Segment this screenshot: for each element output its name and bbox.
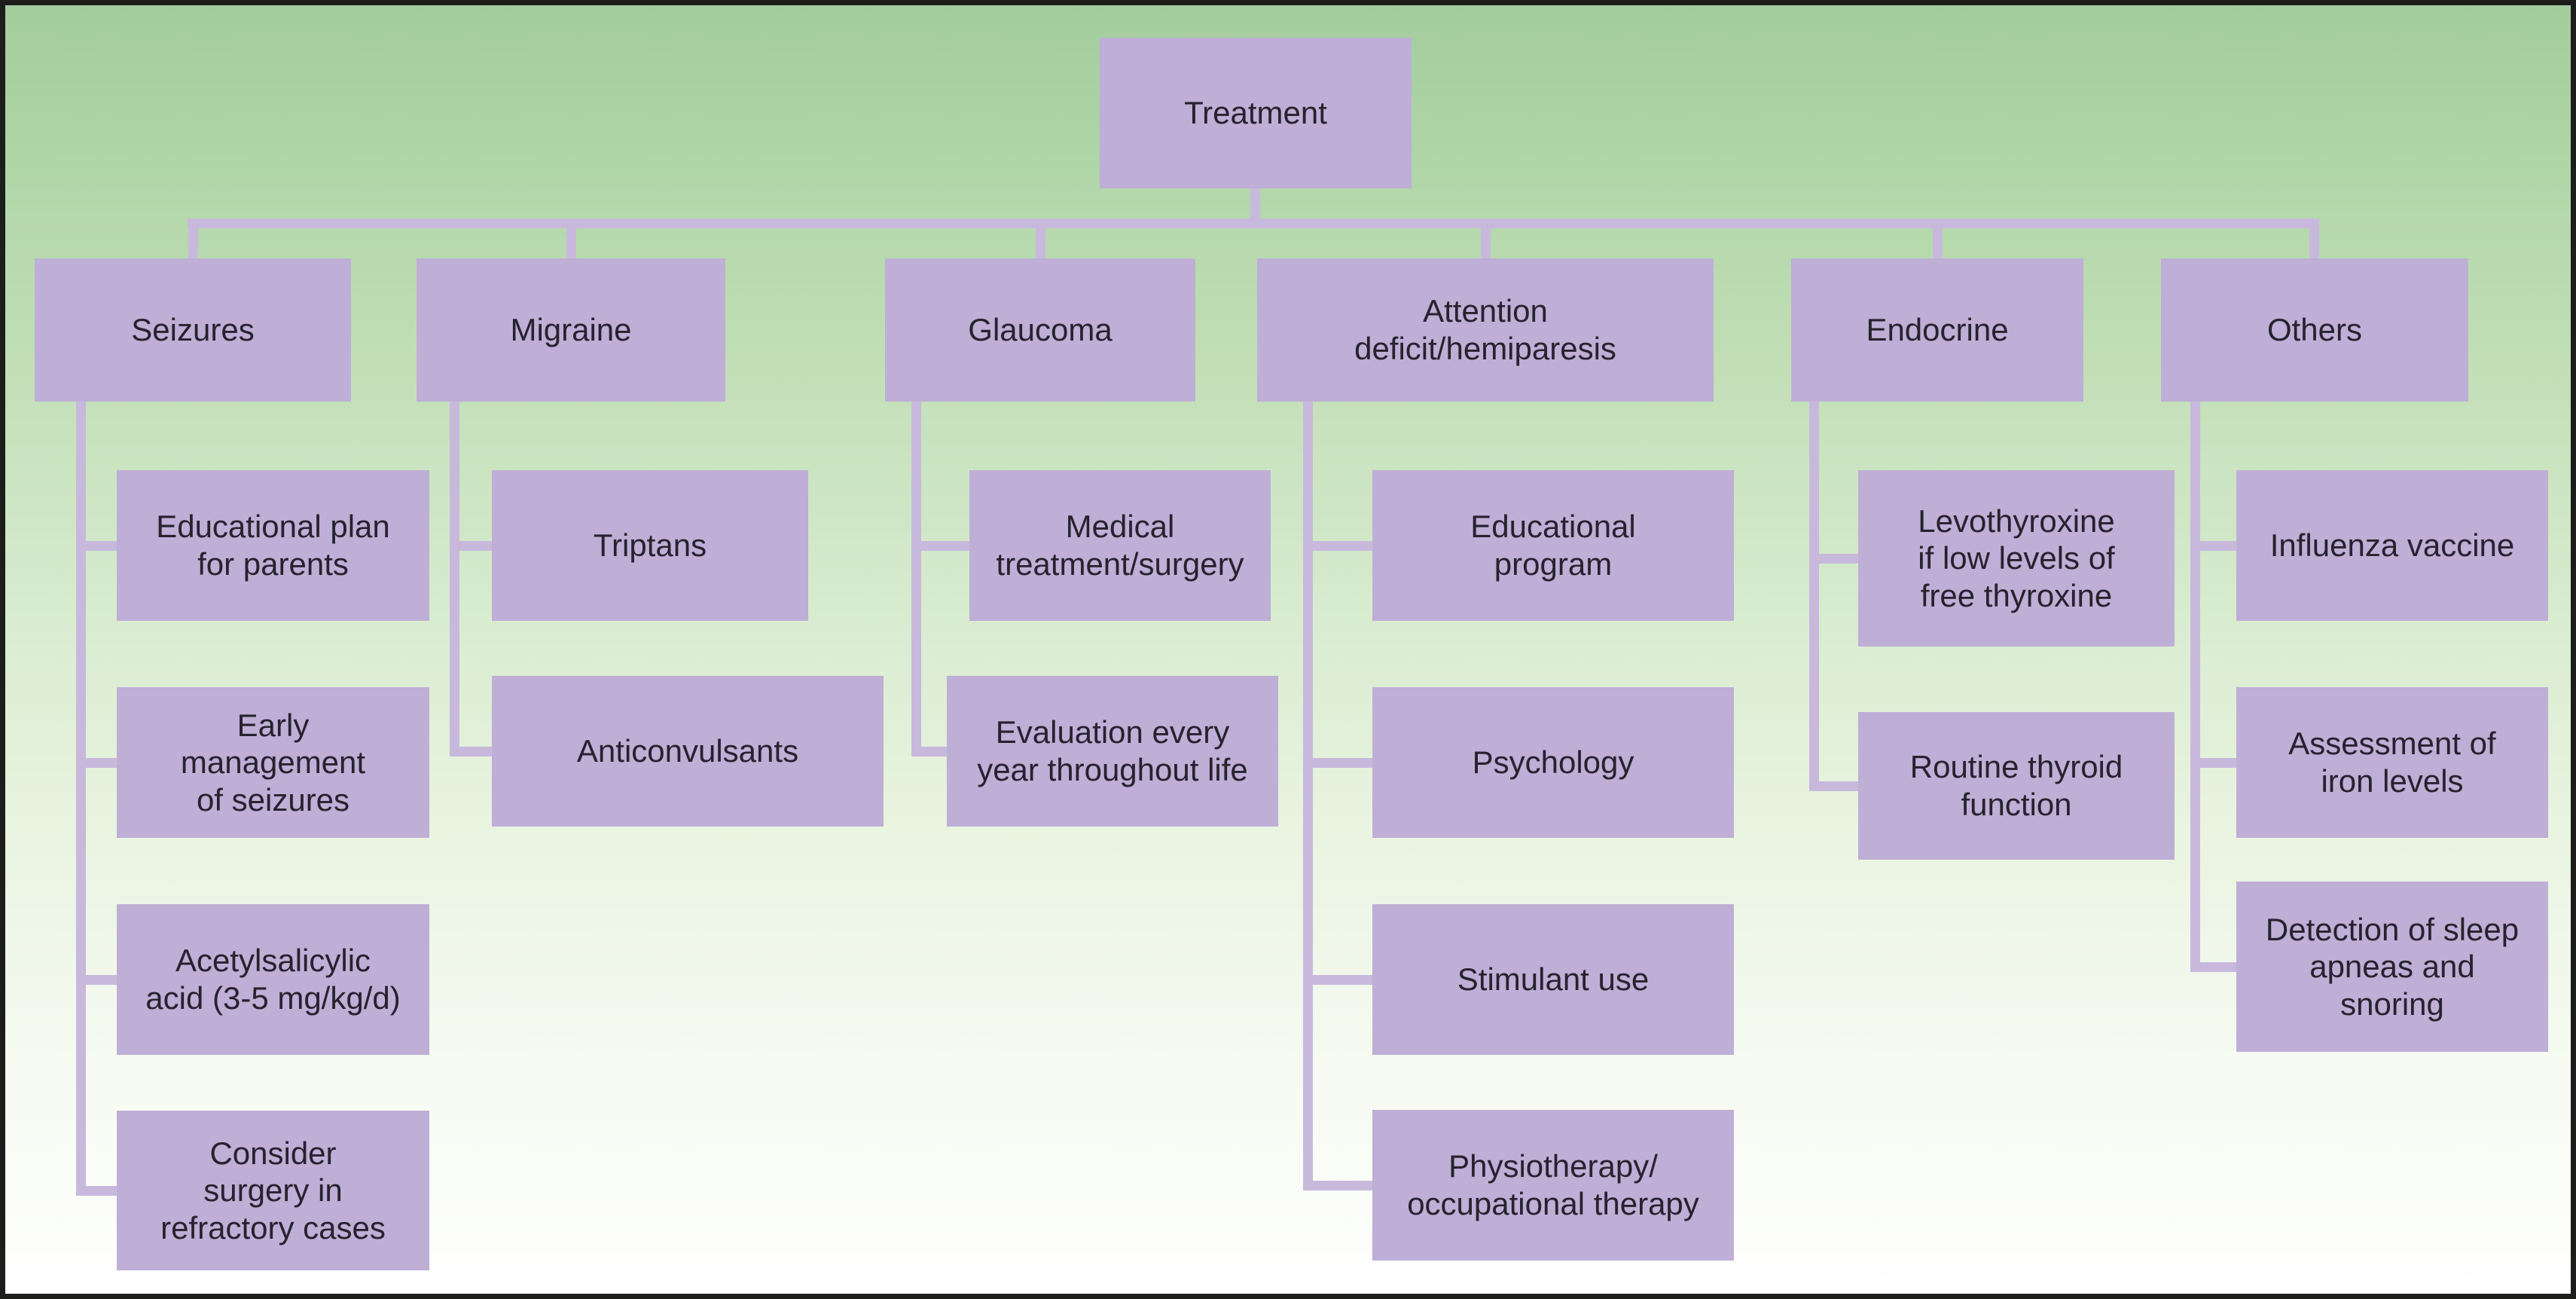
connector-glaucoma-child2 — [911, 747, 947, 756]
connector-seizures-child2 — [76, 758, 117, 768]
node-educational-plan-for-parents: Educational plan for parents — [117, 470, 429, 621]
node-consider-surgery-refractory: Consider surgery in refractory cases — [117, 1111, 429, 1270]
connector-seizures-stub — [188, 228, 198, 259]
connector-seizures-child1 — [76, 541, 117, 551]
node-migraine: Migraine — [417, 258, 725, 402]
node-routine-thyroid-function: Routine thyroid function — [1858, 712, 2175, 860]
node-assessment-of-iron-levels: Assessment of iron levels — [2236, 687, 2548, 838]
connector-migraine-trunk — [450, 402, 459, 751]
connector-attention-child1 — [1303, 541, 1372, 551]
connector-migraine-child1 — [450, 541, 492, 551]
connector-seizures-child3 — [76, 975, 117, 985]
connector-others-stub — [2309, 228, 2319, 259]
connector-migraine-child2 — [450, 747, 492, 756]
connector-glaucoma-child1 — [911, 541, 969, 551]
connector-others-child1 — [2190, 541, 2236, 551]
node-acetylsalicylic-acid: Acetylsalicylic acid (3-5 mg/kg/d) — [117, 904, 429, 1055]
node-educational-program: Educational program — [1372, 470, 1734, 621]
node-levothyroxine-if-low-thyroxine: Levothyroxine if low levels of free thyr… — [1858, 470, 2175, 646]
connector-migraine-stub — [566, 228, 576, 259]
node-physiotherapy-occupational-therapy: Physiotherapy/ occupational therapy — [1372, 1110, 1734, 1261]
connector-glaucoma-trunk — [911, 402, 921, 751]
connector-endocrine-child2 — [1809, 781, 1858, 791]
node-attention-deficit-hemiparesis: Attention deficit/hemiparesis — [1257, 258, 1714, 402]
connector-root-stub — [1250, 188, 1260, 219]
node-early-management-of-seizures: Early management of seizures — [117, 687, 429, 838]
node-triptans: Triptans — [492, 470, 808, 621]
connector-attention-stub — [1481, 228, 1491, 259]
node-seizures: Seizures — [35, 258, 351, 402]
node-medical-treatment-surgery: Medical treatment/surgery — [969, 470, 1271, 621]
connector-bus — [188, 219, 2319, 228]
connector-attention-trunk — [1303, 402, 1313, 1185]
node-treatment: Treatment — [1100, 38, 1412, 188]
connector-seizures-trunk — [76, 402, 86, 1190]
node-anticonvulsants: Anticonvulsants — [492, 676, 884, 827]
connector-attention-child2 — [1303, 758, 1372, 768]
node-influenza-vaccine: Influenza vaccine — [2236, 470, 2548, 621]
node-others: Others — [2161, 258, 2468, 402]
node-evaluation-every-year: Evaluation every year throughout life — [947, 676, 1278, 827]
connector-others-trunk — [2190, 402, 2200, 967]
connector-others-child3 — [2190, 962, 2236, 972]
node-glaucoma: Glaucoma — [885, 258, 1195, 402]
connector-attention-child3 — [1303, 975, 1372, 985]
connector-glaucoma-stub — [1036, 228, 1045, 259]
connector-endocrine-stub — [1933, 228, 1943, 259]
node-endocrine: Endocrine — [1791, 258, 2083, 402]
node-psychology: Psychology — [1372, 687, 1734, 838]
connector-attention-child4 — [1303, 1181, 1372, 1190]
connector-others-child2 — [2190, 758, 2236, 768]
node-stimulant-use: Stimulant use — [1372, 904, 1734, 1055]
connector-endocrine-child1 — [1809, 554, 1858, 564]
connector-seizures-child4 — [76, 1186, 117, 1196]
node-detection-sleep-apneas: Detection of sleep apneas and snoring — [2236, 882, 2548, 1052]
connector-endocrine-trunk — [1809, 402, 1819, 786]
